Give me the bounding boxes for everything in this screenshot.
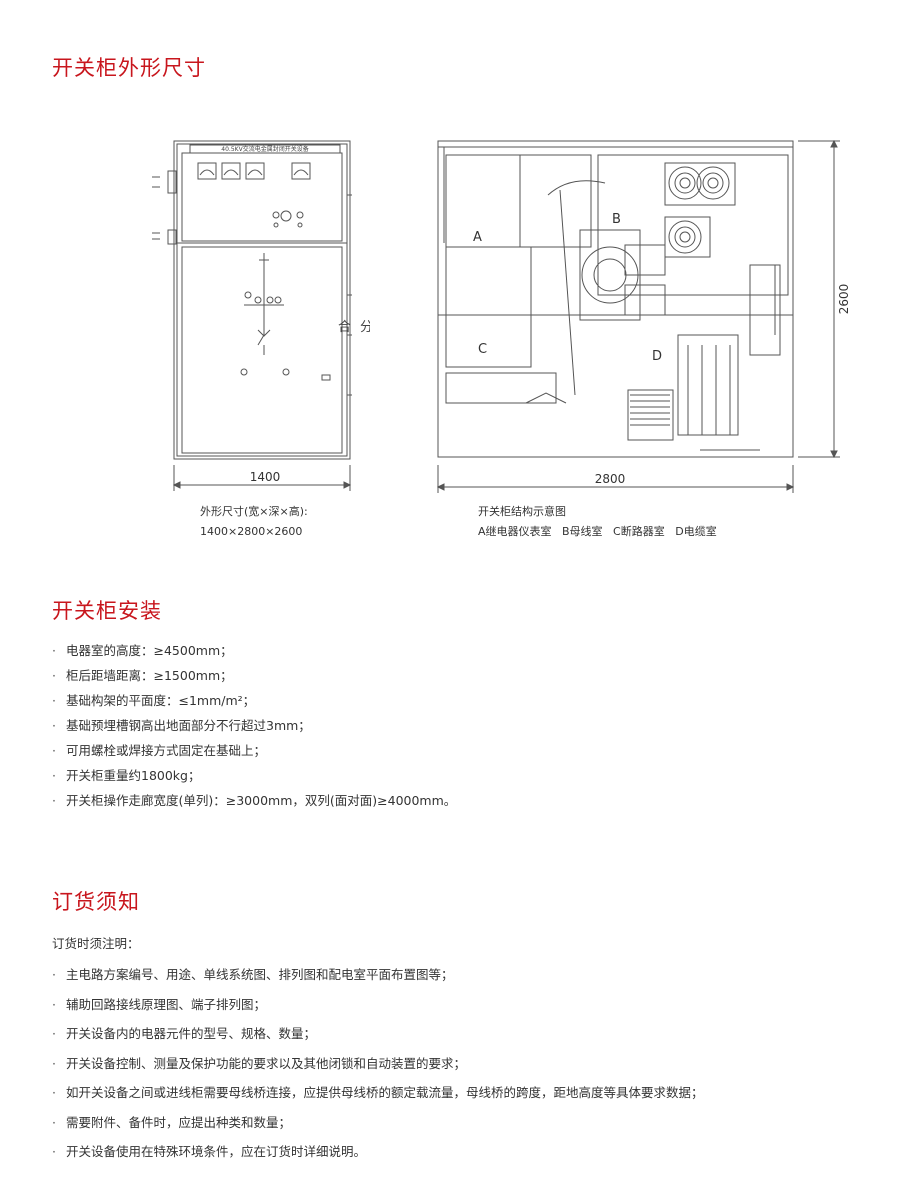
list-item: 开关设备使用在特殊环境条件，应在订货时详细说明。: [52, 1137, 872, 1167]
list-item: 开关设备内的电器元件的型号、规格、数量；: [52, 1019, 872, 1049]
label-compartment-d: D: [652, 349, 662, 364]
section-title-ordering: 订货须知: [52, 890, 140, 914]
list-item: 基础预埋槽钢高出地面部分不行超过3mm；: [52, 713, 872, 738]
side-view-caption: 开关柜结构示意图 A继电器仪表室 B母线室 C断路器室 D电缆室: [478, 502, 717, 542]
list-item: 电器室的高度：≥4500mm；: [52, 638, 872, 663]
front-width-label: 1400: [249, 470, 281, 484]
list-item: 辅助回路接线原理图、端子排列图；: [52, 990, 872, 1020]
list-item: 开关柜重量约1800kg；: [52, 763, 872, 788]
front-view-caption: 外形尺寸(宽×深×高): 1400×2800×2600: [200, 502, 308, 542]
list-item: 开关柜操作走廊宽度(单列)：≥3000mm，双列(面对面)≥4000mm。: [52, 788, 872, 813]
label-compartment-b: B: [612, 212, 621, 227]
ordering-list: 主电路方案编号、用途、单线系统图、排列图和配电室平面布置图等； 辅助回路接线原理…: [52, 960, 872, 1167]
side-caption-line1: 开关柜结构示意图: [478, 505, 566, 518]
label-compartment-c: C: [478, 342, 487, 357]
front-nameplate: 40.5KV交流电金属封闭开关设备: [221, 145, 308, 153]
installation-list: 电器室的高度：≥4500mm； 柜后距墙距离：≥1500mm； 基础构架的平面度…: [52, 638, 872, 813]
front-caption-line2: 1400×2800×2600: [200, 525, 303, 538]
label-compartment-a: A: [473, 230, 482, 245]
section-title-dimensions: 开关柜外形尺寸: [52, 56, 206, 80]
ordering-intro: 订货时须注明：: [52, 936, 140, 951]
list-item: 柜后距墙距离：≥1500mm；: [52, 663, 872, 688]
list-item: 需要附件、备件时，应提出种类和数量；: [52, 1108, 872, 1138]
close-label: 合: [338, 320, 351, 335]
open-label: 分: [360, 320, 370, 335]
front-view-drawing: 40.5KV交流电金属封闭开关设备 合 分: [152, 140, 370, 491]
side-view-drawing: A B C D 2600: [436, 139, 851, 493]
list-item: 开关设备控制、测量及保护功能的要求以及其他闭锁和自动装置的要求；: [52, 1049, 872, 1079]
list-item: 可用螺栓或焊接方式固定在基础上；: [52, 738, 872, 763]
side-depth-label: 2800: [594, 472, 626, 486]
list-item: 如开关设备之间或进线柜需要母线桥连接，应提供母线桥的额定载流量，母线桥的跨度，距…: [52, 1078, 872, 1108]
side-height-label: 2600: [837, 284, 851, 315]
list-item: 基础构架的平面度：≤1mm/m²；: [52, 688, 872, 713]
front-caption-line1: 外形尺寸(宽×深×高):: [200, 505, 308, 518]
section-title-installation: 开关柜安装: [52, 599, 162, 623]
list-item: 主电路方案编号、用途、单线系统图、排列图和配电室平面布置图等；: [52, 960, 872, 990]
side-caption-line2: A继电器仪表室 B母线室 C断路器室 D电缆室: [478, 525, 717, 538]
